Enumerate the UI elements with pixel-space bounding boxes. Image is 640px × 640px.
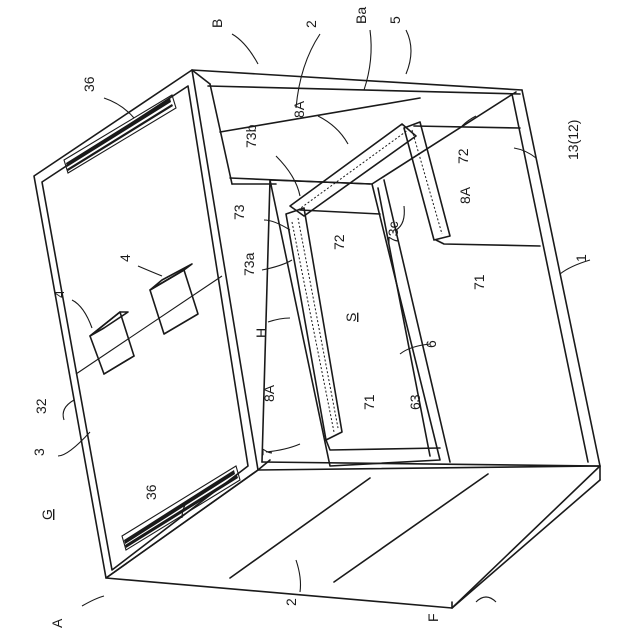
unit-4-a <box>90 312 134 374</box>
label-7: 7 <box>259 448 275 456</box>
front-body <box>106 466 600 608</box>
label-S: S <box>343 313 359 322</box>
label-2-bottom: 2 <box>283 598 299 606</box>
ceiling-beam <box>76 276 222 374</box>
label-2-top: 2 <box>303 20 319 28</box>
label-6: 6 <box>423 340 439 348</box>
inner-chamber <box>262 92 600 466</box>
label-1: 1 <box>573 254 589 262</box>
label-F: F <box>425 613 441 622</box>
label-36-top: 36 <box>81 76 97 92</box>
label-73a: 73a <box>241 252 257 276</box>
label-13-12: 13(12) <box>565 120 581 160</box>
label-4-a: 4 <box>51 290 67 298</box>
label-63: 63 <box>407 394 423 410</box>
label-8A-left: 8A <box>261 384 277 402</box>
label-72-right: 72 <box>455 148 471 164</box>
label-36-bottom: 36 <box>143 484 159 500</box>
label-G: G <box>39 509 55 520</box>
label-8A-top: 8A <box>291 100 307 118</box>
label-3: 3 <box>31 448 47 456</box>
vent-top <box>64 95 176 173</box>
vent-bottom <box>122 466 240 550</box>
label-71-right: 71 <box>471 274 487 290</box>
label-H: H <box>253 328 269 338</box>
label-B: B <box>209 19 225 28</box>
label-4-b: 4 <box>117 254 133 262</box>
label-71-left: 71 <box>361 394 377 410</box>
label-73: 73 <box>231 204 247 220</box>
label-32: 32 <box>33 398 49 414</box>
pipe-8A-top <box>290 124 416 216</box>
label-8A-right: 8A <box>457 186 473 204</box>
label-A: A <box>49 618 65 628</box>
label-Ba: Ba <box>353 7 369 24</box>
leaders <box>58 30 590 606</box>
label-73b: 73b <box>243 124 259 148</box>
label-72-mid: 72 <box>331 234 347 250</box>
label-73c: 73c <box>385 221 401 244</box>
top-panel <box>34 70 270 578</box>
label-5: 5 <box>387 16 403 24</box>
